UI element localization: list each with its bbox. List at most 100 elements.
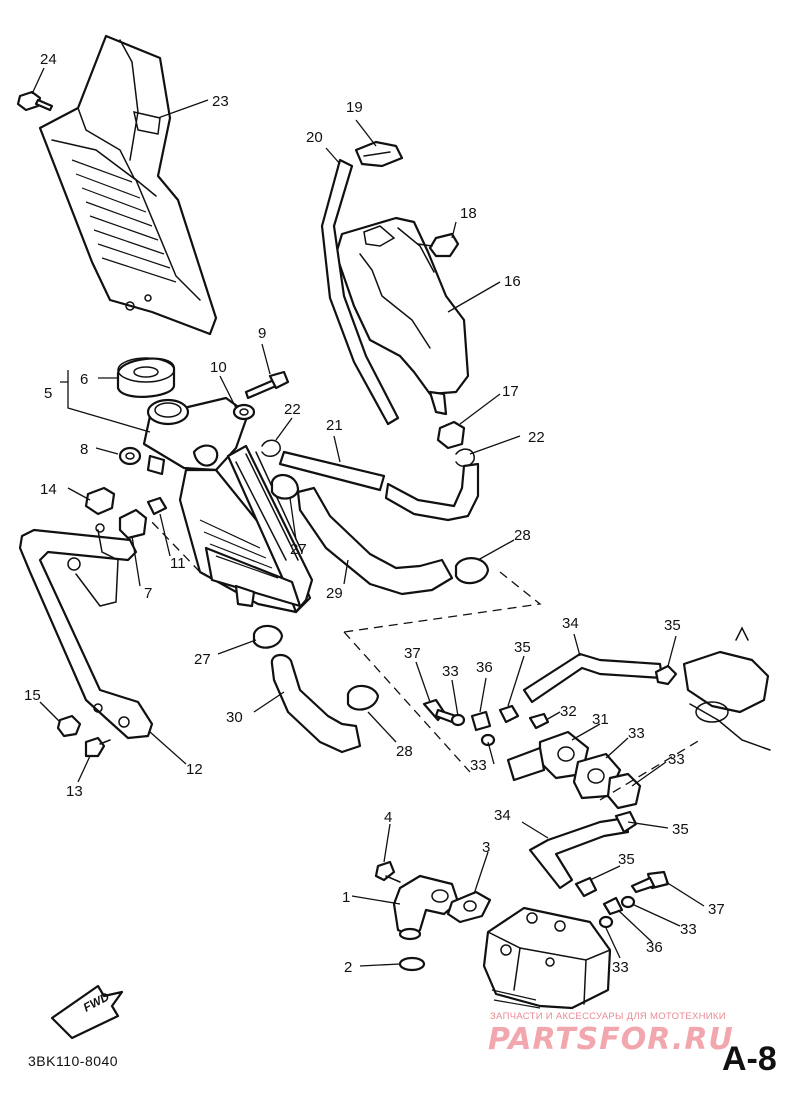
callout-34-lower: 34 (494, 807, 511, 824)
callout-33-mid: 33 (470, 757, 487, 774)
callout-23: 23 (212, 93, 229, 110)
hose-clamp-28-part (346, 557, 490, 711)
callout-6: 6 (80, 371, 88, 388)
callout-22-right: 22 (528, 429, 545, 446)
callout-11: 11 (170, 555, 186, 572)
callout-2: 2 (344, 959, 352, 976)
callout-8: 8 (80, 441, 88, 458)
callout-20: 20 (306, 129, 323, 146)
hose-26-part (270, 653, 362, 754)
callout-9: 9 (258, 325, 266, 342)
callout-36-upper: 36 (476, 659, 493, 676)
callout-32: 33 (628, 725, 645, 742)
callout-26: 30 (226, 709, 243, 726)
callout-33-lower-left: 33 (612, 959, 629, 976)
page-reference: A-8 (722, 1040, 777, 1078)
bolt-13-part (84, 736, 111, 758)
clamp-35-lower-part (574, 810, 638, 898)
callout-33-upper: 33 (442, 663, 459, 680)
washer-33-lower-part (598, 895, 636, 929)
hose-clamp-27-part (252, 473, 300, 649)
callout-24: 24 (40, 51, 57, 68)
clip-22-right-part (455, 448, 475, 467)
grommet-17-part (436, 420, 466, 450)
watermark-logo: PARTSFOR.RU (488, 1022, 734, 1057)
hose-21-part (278, 450, 480, 522)
sealing-36-lower-part (602, 896, 624, 916)
callout-29: 31 (592, 711, 609, 728)
fwd-arrow: FWD (50, 984, 124, 1040)
callout-leaders (31, 67, 705, 967)
callout-37-upper: 37 (404, 645, 421, 662)
hose-34-lower-part (528, 816, 630, 890)
callout-17: 17 (502, 383, 519, 400)
callout-37-lower: 37 (708, 901, 725, 918)
callout-33-lower-right: 33 (680, 921, 697, 938)
diagram-code: 3BK110-8040 (28, 1053, 119, 1069)
sealing-36-upper-part (470, 710, 492, 732)
callout-12: 12 (186, 761, 203, 778)
callout-35-upper-right: 35 (664, 617, 681, 634)
radiator-assembly-part (142, 396, 314, 614)
collar-11-part (146, 496, 168, 516)
callout-10: 10 (210, 359, 227, 376)
watermark-tagline: ЗАПЧАСТИ И АКСЕССУАРЫ ДЛЯ МОТОТЕХНИКИ (490, 1011, 726, 1022)
callout-30: 32 (560, 703, 577, 720)
callout-22-left: 22 (284, 401, 301, 418)
radiator-bracket-part (18, 523, 154, 740)
outlet-pipe-1-part (392, 874, 460, 941)
callout-labels: 24 23 19 20 18 16 17 22 9 10 22 21 6 5 8… (24, 51, 725, 976)
callout-18: 18 (460, 205, 477, 222)
clip-22-left-part (261, 439, 281, 457)
callout-35-upper-left: 35 (514, 639, 531, 656)
callout-14: 14 (40, 481, 57, 498)
pump-housing-upper-part (682, 626, 771, 751)
washer-33-upper-part (450, 713, 496, 747)
callout-28-lower: 28 (396, 743, 413, 760)
bolt-24-part (16, 90, 54, 112)
cylinder-head-part (482, 906, 612, 1010)
callout-19: 19 (346, 99, 363, 116)
hose-25-part (296, 486, 454, 596)
callout-31: 33 (668, 751, 685, 768)
bolt-30-part (528, 712, 550, 730)
callout-25: 29 (326, 585, 343, 602)
nut-15-part (56, 714, 82, 738)
bolt-4-part (374, 860, 401, 883)
callout-3: 3 (482, 839, 490, 856)
bolt-37-lower-part (630, 870, 670, 894)
oring-2-part (398, 956, 426, 972)
callout-21: 21 (326, 417, 343, 434)
callout-35-lower-right: 35 (672, 821, 689, 838)
callout-16: 16 (504, 273, 521, 290)
reservoir-cap-part (354, 140, 404, 168)
hose-34-upper-part (522, 652, 664, 704)
damper-7-part (118, 508, 148, 540)
callout-34-upper: 34 (562, 615, 579, 632)
callout-1: 1 (342, 889, 350, 906)
callout-36-lower: 36 (646, 939, 663, 956)
callout-27-lower: 27 (194, 651, 211, 668)
callout-28-upper: 28 (514, 527, 531, 544)
washer-10-part (232, 403, 256, 421)
callout-15: 15 (24, 687, 41, 704)
callout-35-lower-left: 35 (618, 851, 635, 868)
callout-5: 5 (44, 385, 52, 402)
fitting-31-part (606, 772, 642, 810)
grommet-8-part (118, 446, 142, 466)
radiator-cap-part (116, 357, 176, 398)
bolt-18-part (417, 232, 460, 258)
callout-4: 4 (384, 809, 392, 826)
callout-27-upper: 27 (290, 541, 307, 558)
breather-hose-part (320, 158, 400, 426)
clamp-35-upper-part (498, 664, 678, 724)
callout-13: 13 (66, 783, 83, 800)
damper-14-part (84, 486, 116, 516)
bolt-9-part (244, 370, 290, 400)
alignment-lines (149, 519, 701, 801)
callout-7: 7 (144, 585, 152, 602)
reservoir-tank-part (334, 216, 470, 416)
gasket-3-part (446, 890, 492, 924)
